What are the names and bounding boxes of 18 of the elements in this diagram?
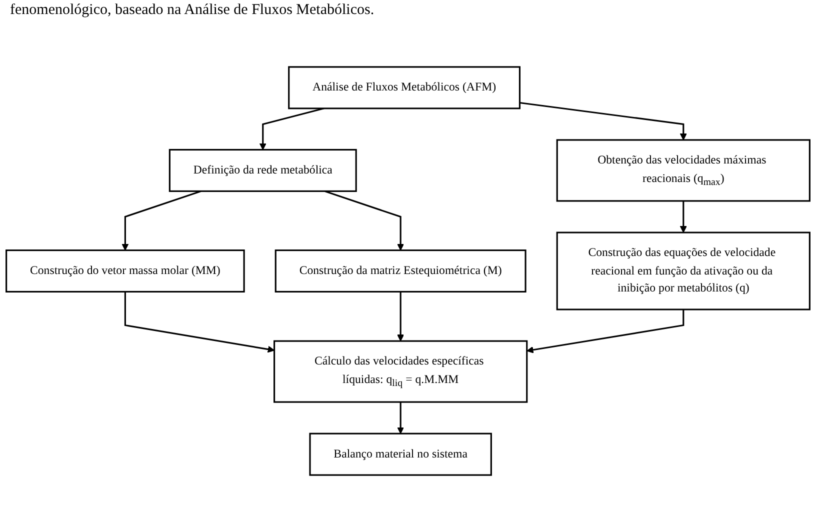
- caption-text: fenomenológico, baseado na Análise de Fluxos Metabólicos.: [10, 2, 376, 19]
- arrow: [520, 102, 687, 140]
- arrow: [526, 309, 684, 354]
- arrow: [122, 190, 202, 251]
- node-box: Definição da rede metabólica: [168, 148, 357, 192]
- node-box: Construção do vetor massa molar (MM): [6, 250, 245, 293]
- node-box: Obtenção das velocidades máximas reacionais (q$_{max}$): [556, 139, 810, 202]
- node-box: Cálculo das velocidades específicas líquidas: q$_{liq}$ = q.M.MM: [274, 340, 528, 403]
- node-box: Construção das equações de velocidade reacional em função da ativação ou da inibição por metabólitos (q): [556, 232, 810, 310]
- arrow: [397, 402, 404, 434]
- node-box: Construção da matriz Estequiométrica (M): [274, 250, 526, 293]
- arrow: [324, 190, 404, 251]
- node-box: Balanço material no sistema: [309, 432, 492, 476]
- arrow: [680, 200, 687, 233]
- arrow: [259, 108, 324, 150]
- arrow: [124, 292, 275, 353]
- arrow: [397, 292, 404, 342]
- node-box: Análise de Fluxos Metabólicos (AFM): [288, 66, 521, 110]
